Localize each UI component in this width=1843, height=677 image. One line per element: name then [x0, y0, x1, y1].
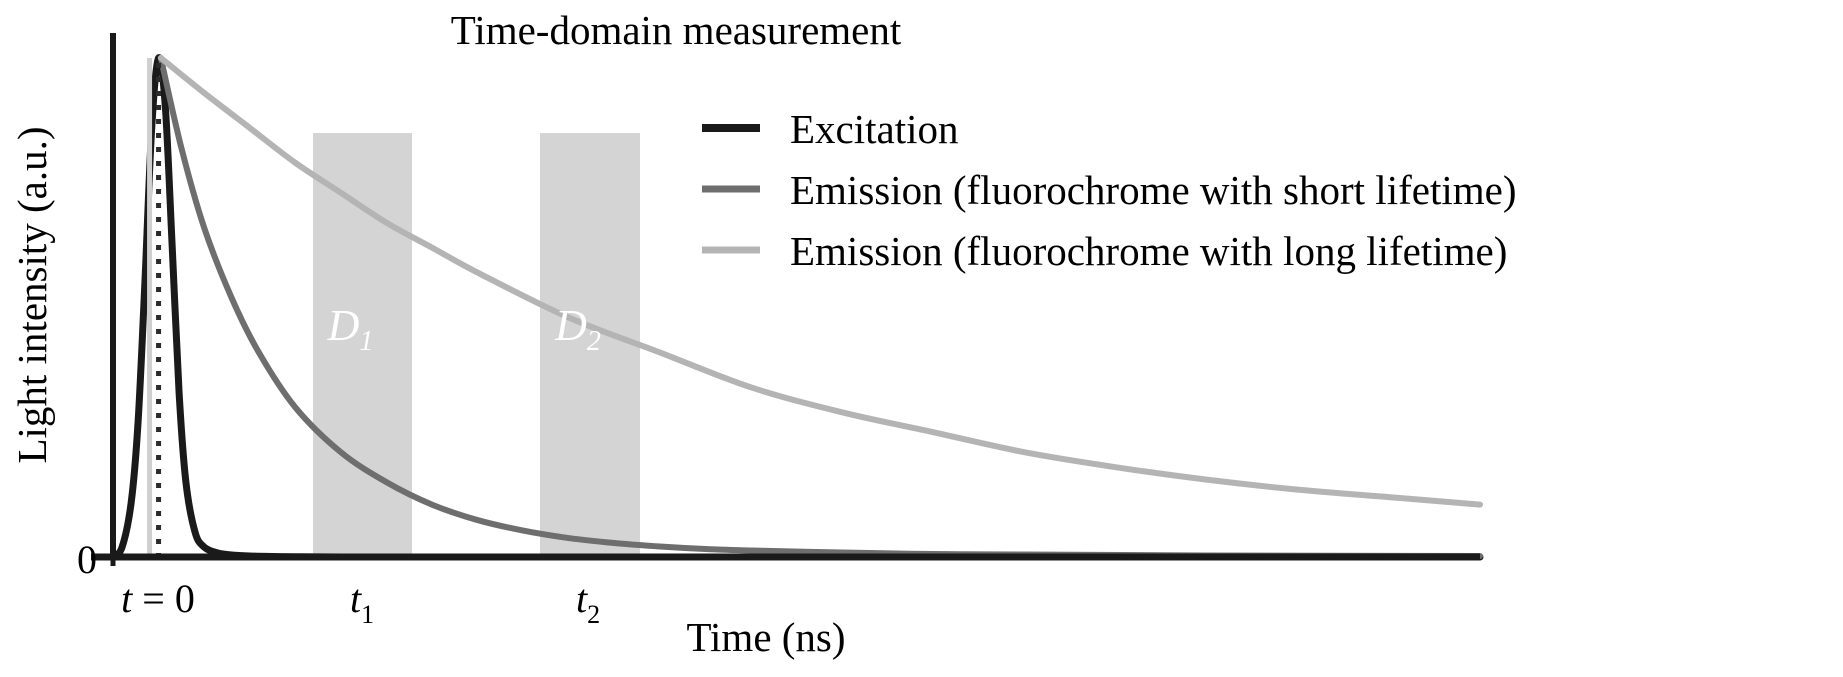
gate-label-letter: D: [327, 301, 360, 350]
gate-band-D2: [540, 133, 640, 557]
gate-label-D1: D1: [327, 301, 374, 357]
gate-label-D2: D2: [554, 301, 601, 357]
x-axis-title: Time (ns): [686, 614, 845, 660]
x-tick-subscript: 1: [361, 600, 374, 629]
x-tick-label-t2: t2: [576, 576, 600, 629]
gate-label-subscript: 1: [359, 326, 373, 357]
x-tick-label-t1: t1: [350, 576, 374, 629]
y-axis-title: Light intensity (a.u.): [9, 126, 55, 463]
x-tick-variable: t: [121, 576, 133, 621]
gate-label-letter: D: [554, 301, 587, 350]
legend-label-2: Emission (fluorochrome with short lifeti…: [790, 167, 1516, 213]
t-zero-marker-group: [147, 57, 162, 557]
legend-label-3: Emission (fluorochrome with long lifetim…: [790, 228, 1507, 274]
y-axis-zero-tick: 0: [77, 537, 97, 582]
axes-group: [91, 33, 1480, 561]
series-curve-3: [157, 54, 1483, 508]
gate-label-subscript: 2: [587, 326, 601, 357]
x-tick-variable: t: [576, 576, 588, 621]
x-tick-variable: t: [350, 576, 362, 621]
x-tick-label-t0: t = 0: [121, 576, 195, 621]
x-tick-subscript: 2: [587, 600, 600, 629]
x-tick-rest: = 0: [132, 576, 195, 621]
chart-title: Time-domain measurement: [451, 7, 902, 53]
legend-label-1: Excitation: [790, 106, 959, 152]
